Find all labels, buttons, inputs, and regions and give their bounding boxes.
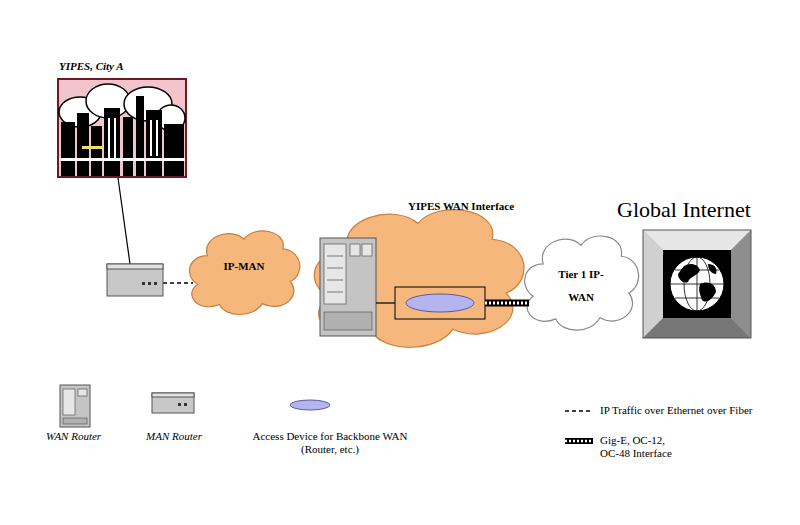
building: [91, 126, 102, 176]
bevel-outline: [643, 230, 751, 338]
building-window: [108, 118, 110, 158]
router-top: [152, 393, 194, 397]
router-led: [142, 282, 145, 285]
globe-parallel: [670, 284, 724, 285]
globe-parallel: [675, 270, 719, 271]
router-led: [184, 403, 187, 406]
street-band: [59, 158, 185, 161]
router-panel: [350, 244, 360, 256]
router-base: [324, 312, 372, 330]
router-slot: [327, 292, 343, 293]
router-led: [178, 403, 181, 406]
legend-man-router-icon: [152, 393, 194, 413]
router-panel: [324, 244, 346, 304]
man-router: [107, 264, 163, 296]
legend-text: Access Device for Backbone WAN (Router, …: [236, 430, 424, 456]
legend-text: Gig-E, OC-12, OC-48 Interface: [600, 434, 686, 460]
globe-illustration: [643, 230, 751, 338]
network-cloud: Tier 1 IP-WAN: [518, 226, 644, 334]
interface-line: [485, 300, 529, 307]
backbone-interface: [485, 303, 529, 304]
router-body: [320, 238, 376, 336]
legend-interface-line: [565, 441, 593, 442]
router-slot: [327, 268, 343, 269]
router-base: [63, 418, 87, 424]
cloud-label: IP-MAN: [183, 260, 305, 273]
legend-text: WAN Router: [46, 430, 126, 443]
router-slot: [327, 256, 343, 257]
cloud-shape: [314, 210, 524, 348]
wan-router: [320, 238, 376, 336]
street-light: [82, 146, 104, 149]
legend-text: MAN Router: [146, 430, 226, 443]
router-top: [107, 264, 163, 269]
bevel-bottom: [643, 318, 751, 338]
building-window: [156, 120, 158, 156]
building: [146, 110, 162, 176]
router-slot: [327, 280, 343, 281]
cloud-label: Tier 1 IP-WAN: [558, 263, 604, 309]
legend-text: IP Traffic over Ethernet over Fiber: [600, 404, 758, 417]
globe-screen: [663, 250, 731, 318]
cloud-label: YIPES WAN Interface: [408, 200, 568, 213]
router-body: [60, 385, 90, 427]
router-led: [148, 282, 151, 285]
router-body: [107, 264, 163, 296]
building: [61, 122, 75, 176]
building-window: [114, 118, 116, 158]
building: [164, 124, 184, 176]
globe-parallel: [675, 298, 719, 299]
internet-heading: Global Internet: [617, 197, 751, 223]
legend-wan-router-icon: [60, 385, 90, 427]
access-device-symbol: [406, 294, 474, 312]
cloud-shape: [189, 231, 299, 315]
building: [123, 117, 133, 176]
building: [104, 108, 120, 176]
interface-line: [565, 438, 593, 444]
interface-stripes: [485, 302, 529, 305]
city-heading: YIPES, City A: [59, 60, 124, 73]
access-device: [395, 287, 485, 319]
legend-access-device-icon: [290, 400, 330, 410]
access-frame: [395, 287, 485, 319]
network-cloud: IP-MAN: [183, 222, 305, 318]
cloud-shape: [525, 236, 639, 330]
city-illustration: [59, 84, 185, 176]
connector-dashed-line: [163, 282, 193, 284]
continent: [708, 264, 717, 274]
building: [136, 96, 144, 176]
router-panel: [78, 389, 87, 396]
router-body: [152, 393, 194, 413]
legend-dashed-line: [565, 410, 593, 412]
building-window: [150, 120, 152, 156]
router-link: [376, 302, 395, 303]
router-panel: [362, 244, 372, 256]
interface-stripes: [565, 440, 593, 443]
connector-line: [118, 178, 130, 264]
globe: [670, 257, 724, 311]
router-led: [154, 282, 157, 285]
router-panel: [63, 389, 75, 415]
building: [77, 113, 89, 176]
